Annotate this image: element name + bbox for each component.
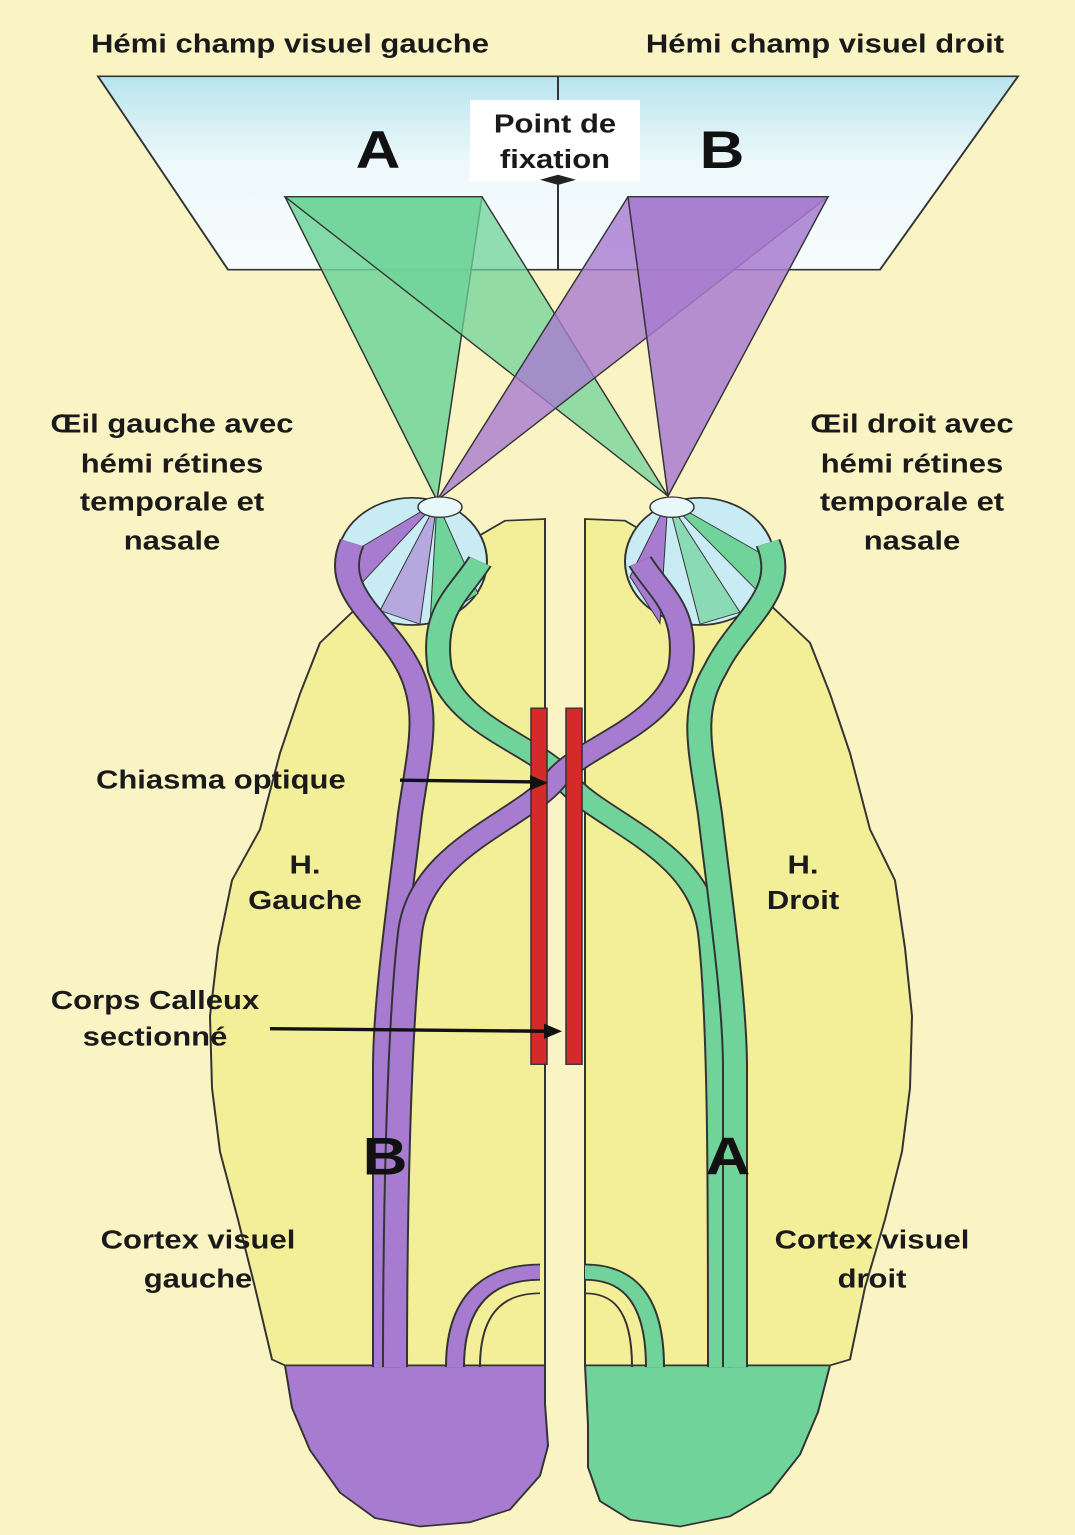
right-eye-label-3: temporale et — [820, 488, 1005, 517]
right-eye-label-4: nasale — [864, 527, 960, 556]
right-eye-label-1: Œil droit avec — [810, 410, 1013, 439]
cortex-a-label: A — [706, 1128, 751, 1187]
right-eye-label-2: hémi rétines — [821, 450, 1004, 479]
left-eye-label-1: Œil gauche avec — [51, 410, 294, 439]
left-hemisphere-label-2: Gauche — [248, 886, 362, 915]
left-eye-label-4: nasale — [124, 527, 220, 556]
right-hemifield-title: Hémi champ visuel droit — [646, 30, 1005, 59]
left-visual-cortex — [285, 1365, 548, 1526]
left-hemifield-title: Hémi champ visuel gauche — [91, 30, 489, 59]
left-cortex-label-2: gauche — [144, 1264, 253, 1293]
right-visual-cortex — [585, 1365, 830, 1526]
fixation-label-line2: fixation — [500, 145, 610, 174]
left-cortex-label-1: Cortex visuel — [101, 1225, 296, 1254]
right-hemisphere-label-2: Droit — [767, 886, 840, 915]
fixation-label-line1: Point de — [494, 109, 616, 138]
field-a-label: A — [356, 121, 401, 180]
field-b-label: B — [700, 121, 745, 180]
left-eye-label-2: hémi rétines — [81, 450, 264, 479]
cortex-b-label: B — [363, 1128, 408, 1187]
callosum-label-2: sectionné — [83, 1023, 228, 1052]
left-hemisphere-label-1: H. — [289, 851, 320, 880]
chiasma-label: Chiasma optique — [96, 766, 346, 795]
left-eye-label-3: temporale et — [80, 488, 265, 517]
right-cortex-label-1: Cortex visuel — [775, 1225, 970, 1254]
chiasma-arrow — [400, 780, 536, 782]
right-hemisphere-label-1: H. — [787, 851, 818, 880]
right-cortex-label-2: droit — [838, 1264, 907, 1293]
callosum-label-1: Corps Calleux — [51, 986, 259, 1015]
